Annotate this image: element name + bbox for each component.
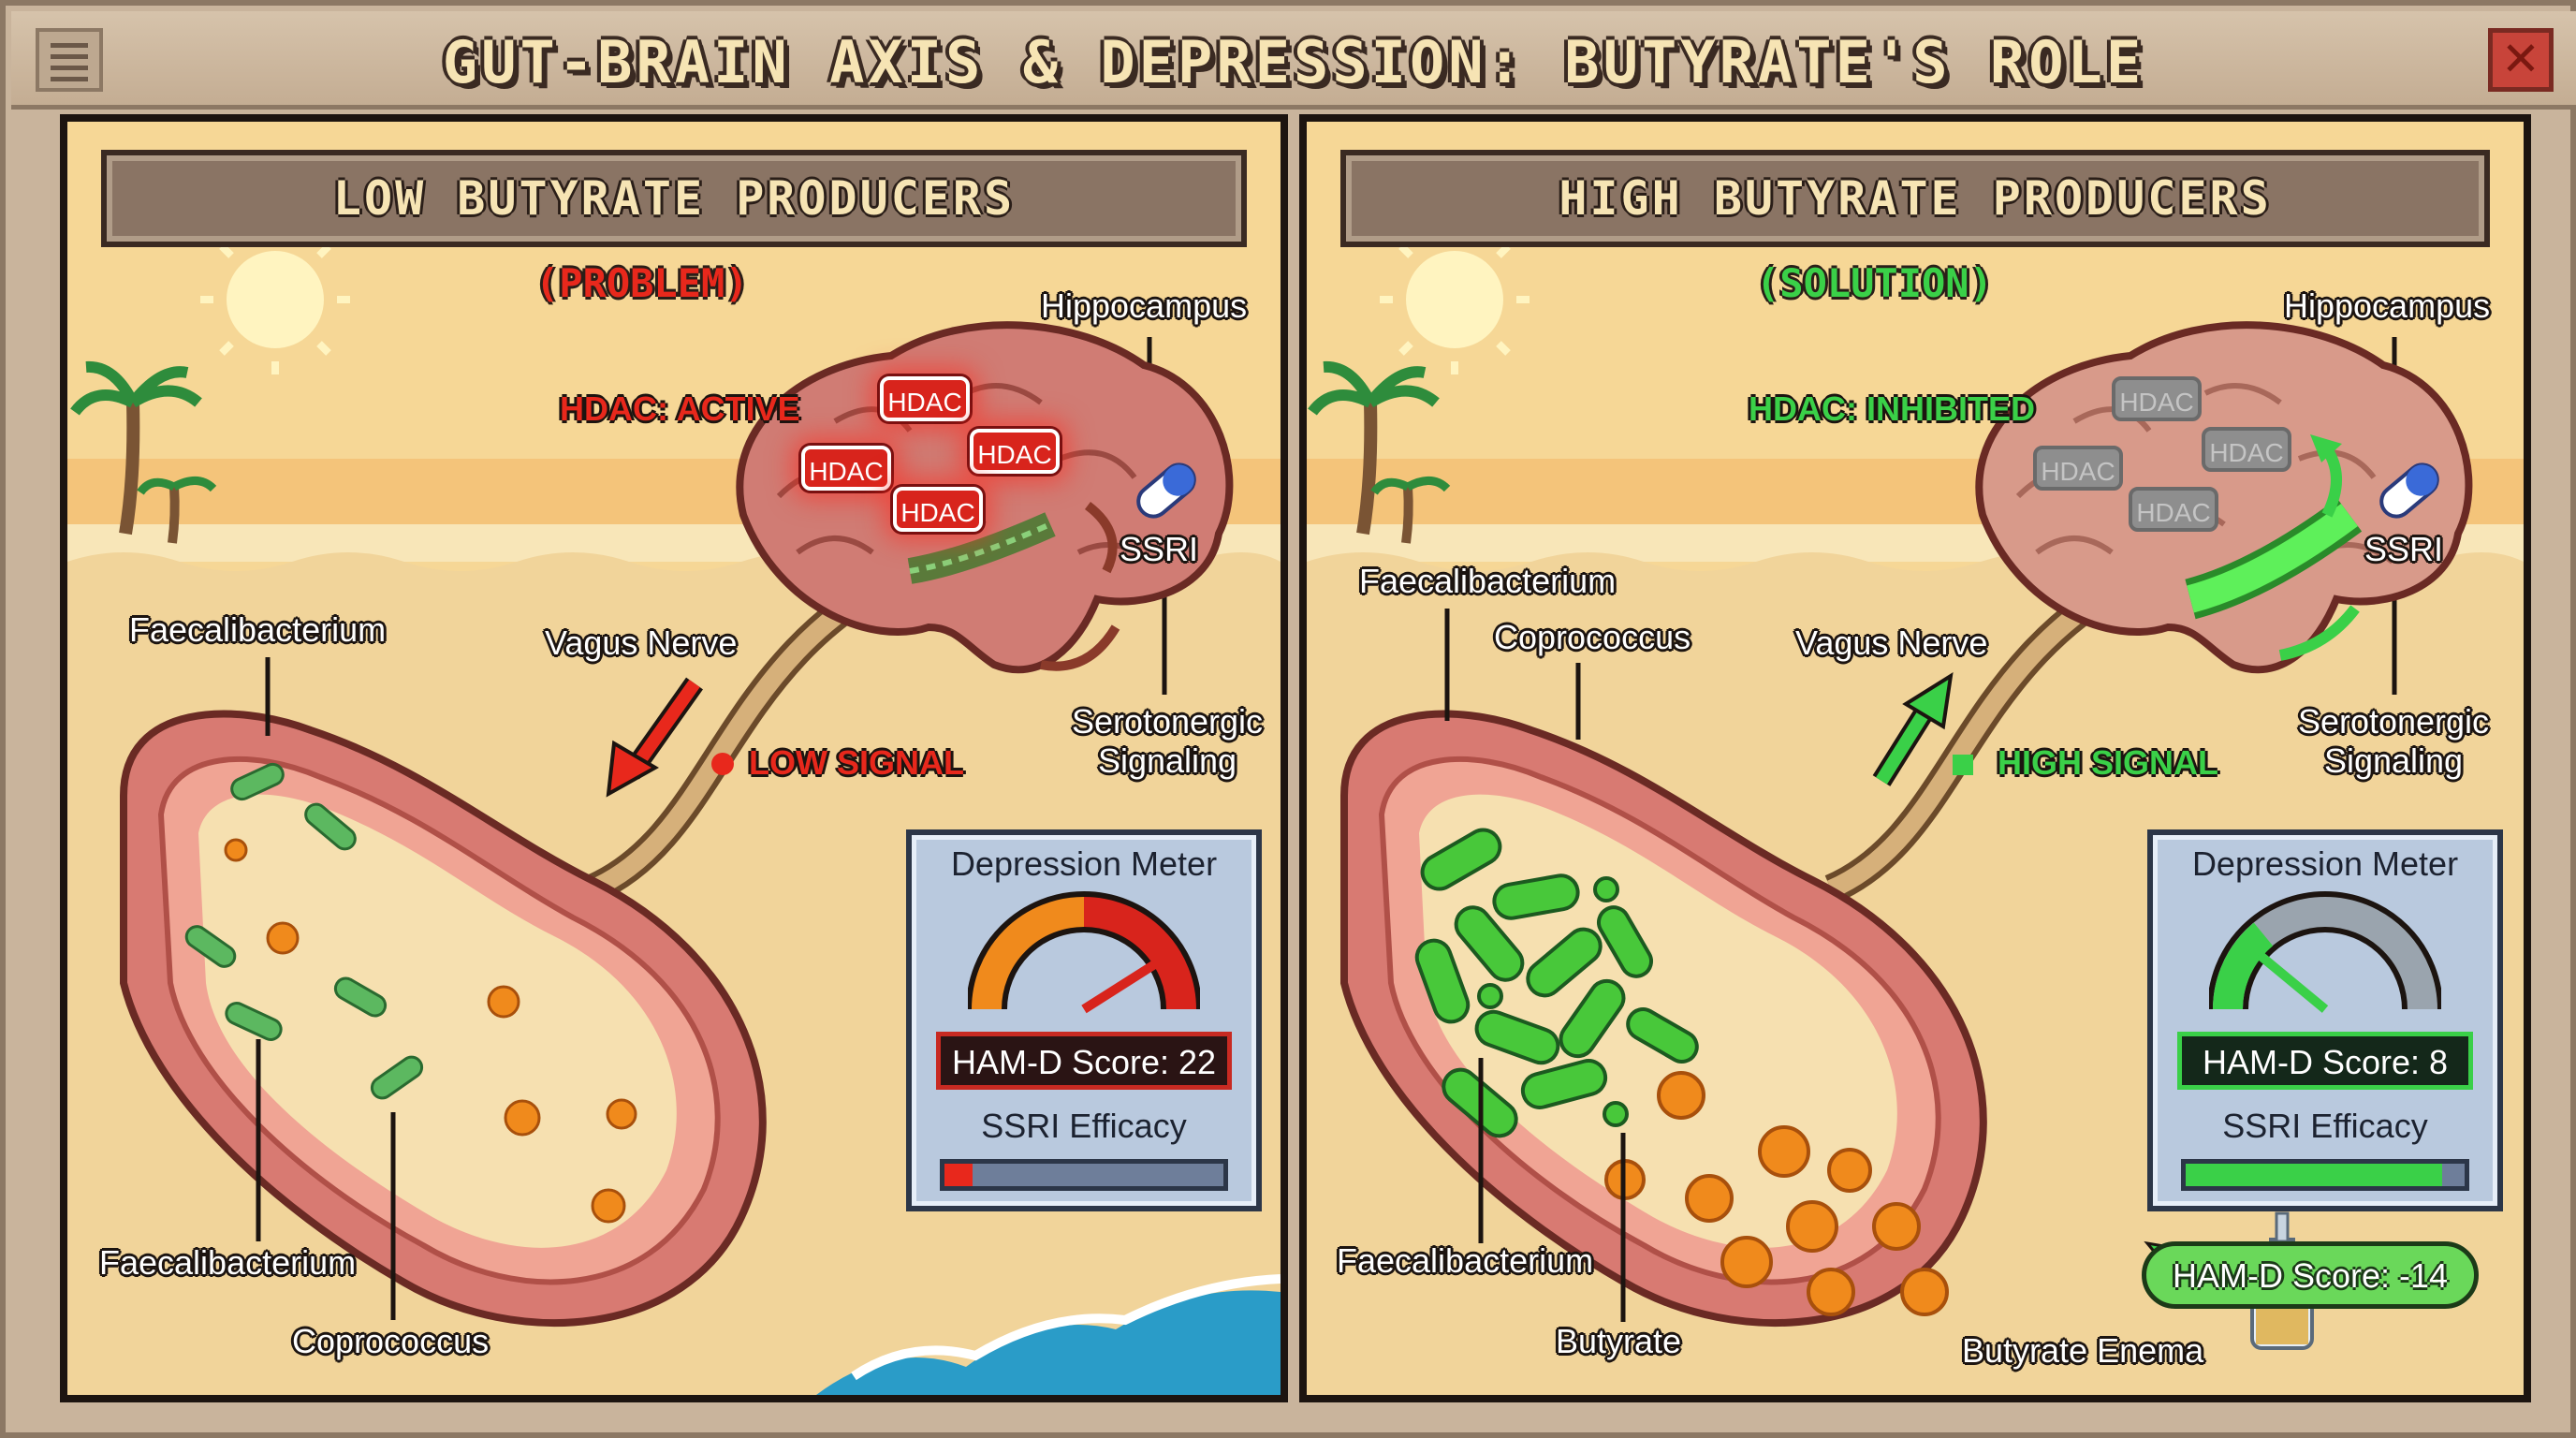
- depression-meter: Depression Meter HAM-D Score: 8 SSRI Eff…: [2147, 829, 2503, 1211]
- panel-heading: HIGH BUTYRATE PRODUCERS: [1340, 150, 2490, 247]
- cycle-arrows: [2278, 446, 2360, 661]
- meter-title: Depression Meter: [2191, 844, 2459, 883]
- panel-heading: LOW BUTYRATE PRODUCERS: [101, 150, 1247, 247]
- palm-tree-icon: [70, 360, 217, 544]
- ham-d-score: HAM-D Score: 22: [936, 1032, 1232, 1090]
- low-butyrate-panel: LOW BUTYRATE PRODUCERS (PROBLEM) HDAC: A…: [60, 114, 1288, 1402]
- close-icon[interactable]: ✕: [2488, 28, 2554, 92]
- cycle-arrows: [1040, 502, 1120, 671]
- gauge-needle: [2255, 950, 2329, 1013]
- signal-dot: [711, 753, 734, 775]
- bacteria-label: Faecalibacterium: [1337, 1241, 1594, 1280]
- ssri-efficacy-label: SSRI Efficacy: [981, 1107, 1187, 1145]
- hdac-status: HDAC: INHIBITED: [1749, 389, 2035, 428]
- hdac-badge: HDAC: [2129, 487, 2218, 532]
- efficacy-fill: [2186, 1164, 2443, 1186]
- title-bar: GUT-BRAIN AXIS & DEPRESSION: BUTYRATE'S …: [11, 11, 2576, 110]
- gut-illustration: [120, 710, 767, 1328]
- ssri-label: SSRI: [2364, 530, 2444, 568]
- ssri-efficacy-bar: [940, 1159, 1228, 1191]
- bacteria-label: Faecalibacterium: [1359, 562, 1617, 600]
- butyrate-enema-label: Butyrate Enema: [1962, 1331, 2204, 1370]
- high-signal-label: HIGH SIGNAL: [1998, 743, 2219, 782]
- vagus-nerve-label: Vagus Nerve: [545, 624, 738, 662]
- hippocampus-label: Hippocampus: [1041, 286, 1248, 325]
- butyrate-molecules: [1604, 1071, 1949, 1316]
- gauge: [2209, 891, 2441, 1013]
- bacteria-label: Faecalibacterium: [99, 1243, 357, 1282]
- ssri-label: SSRI: [1120, 530, 1199, 568]
- brain-illustration: [1975, 321, 2473, 674]
- hdac-badge: HDAC: [2112, 376, 2202, 421]
- enema-score-pill: HAM-D Score: -14: [2142, 1241, 2480, 1309]
- ham-d-score: HAM-D Score: 8: [2177, 1032, 2473, 1090]
- hamburger-icon[interactable]: [36, 28, 103, 92]
- bacteria-label: Coprococcus: [292, 1322, 490, 1360]
- ssri-pill-icon: [1136, 462, 1196, 519]
- palm-tree-icon: [1308, 360, 1451, 544]
- ssri-efficacy-label: SSRI Efficacy: [2222, 1107, 2428, 1145]
- bacteria-label: Faecalibacterium: [129, 610, 387, 649]
- window-title: GUT-BRAIN AXIS & DEPRESSION: BUTYRATE'S …: [442, 28, 2145, 96]
- butyrate-label: Butyrate: [1556, 1322, 1682, 1360]
- butyrate-molecules: [224, 838, 637, 1224]
- hdac-badge: HDAC: [2033, 446, 2123, 491]
- gauge: [968, 891, 1200, 1014]
- solution-tag: (SOLUTION): [1756, 260, 1993, 306]
- vagus-nerve-label: Vagus Nerve: [1795, 624, 1988, 662]
- hdac-badge: HDAC: [2202, 427, 2291, 472]
- depression-meter: Depression Meter HAM-D Score: 22 SSRI Ef…: [906, 829, 1262, 1211]
- gauge-needle: [1081, 959, 1160, 1014]
- beach-scene-left: [67, 122, 1281, 1395]
- brain-illustration: [736, 321, 1234, 674]
- hippocampus-label: Hippocampus: [2284, 286, 2491, 325]
- low-signal-label: LOW SIGNAL: [749, 743, 964, 782]
- hdac-status: HDAC: ACTIVE: [560, 389, 800, 428]
- bacteria-group: [1414, 828, 1699, 1138]
- ssri-efficacy-bar: [2181, 1159, 2469, 1191]
- hdac-badge: HDAC: [801, 446, 891, 491]
- hdac-badge: HDAC: [970, 429, 1060, 474]
- signal-dot: [1953, 755, 1973, 775]
- hdac-badge: HDAC: [880, 376, 970, 421]
- bacteria-group: [184, 762, 424, 1100]
- ssri-pill-icon: [2379, 462, 2439, 519]
- bacteria-label: Coprococcus: [1494, 618, 1691, 656]
- high-butyrate-panel: HIGH BUTYRATE PRODUCERS (SOLUTION) HDAC:…: [1299, 114, 2531, 1402]
- hdac-badge: HDAC: [893, 487, 983, 532]
- problem-tag: (PROBLEM): [535, 260, 749, 306]
- meter-title: Depression Meter: [950, 844, 1218, 883]
- efficacy-fill: [944, 1164, 973, 1186]
